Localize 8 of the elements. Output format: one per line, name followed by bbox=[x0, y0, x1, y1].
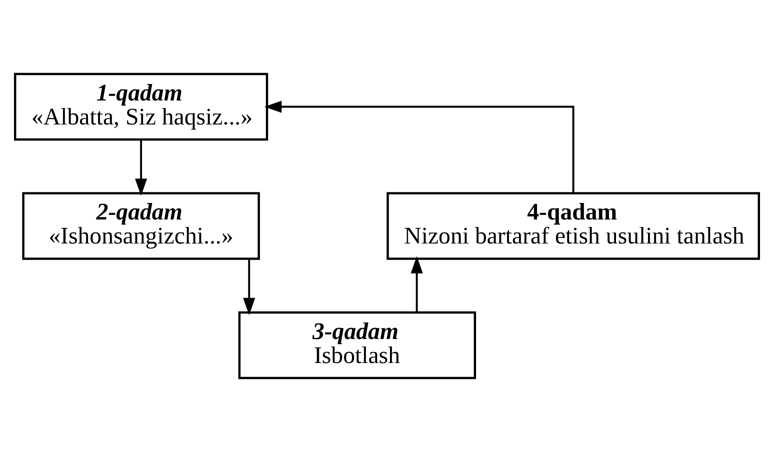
node-box: 4-qadam Nizoni bartaraf etish usulini tanlash bbox=[386, 192, 760, 260]
arrow bbox=[135, 140, 148, 196]
node-box: 3-qadam Isbotlash bbox=[238, 311, 476, 380]
node-box: 1-qadam «Albatta, Siz haqsiz...» bbox=[14, 72, 268, 141]
arrow bbox=[243, 259, 256, 316]
node-box: 2-qadam «Ishonsangizchi...» bbox=[22, 192, 260, 260]
arrow bbox=[410, 256, 423, 312]
arrow bbox=[264, 100, 574, 193]
